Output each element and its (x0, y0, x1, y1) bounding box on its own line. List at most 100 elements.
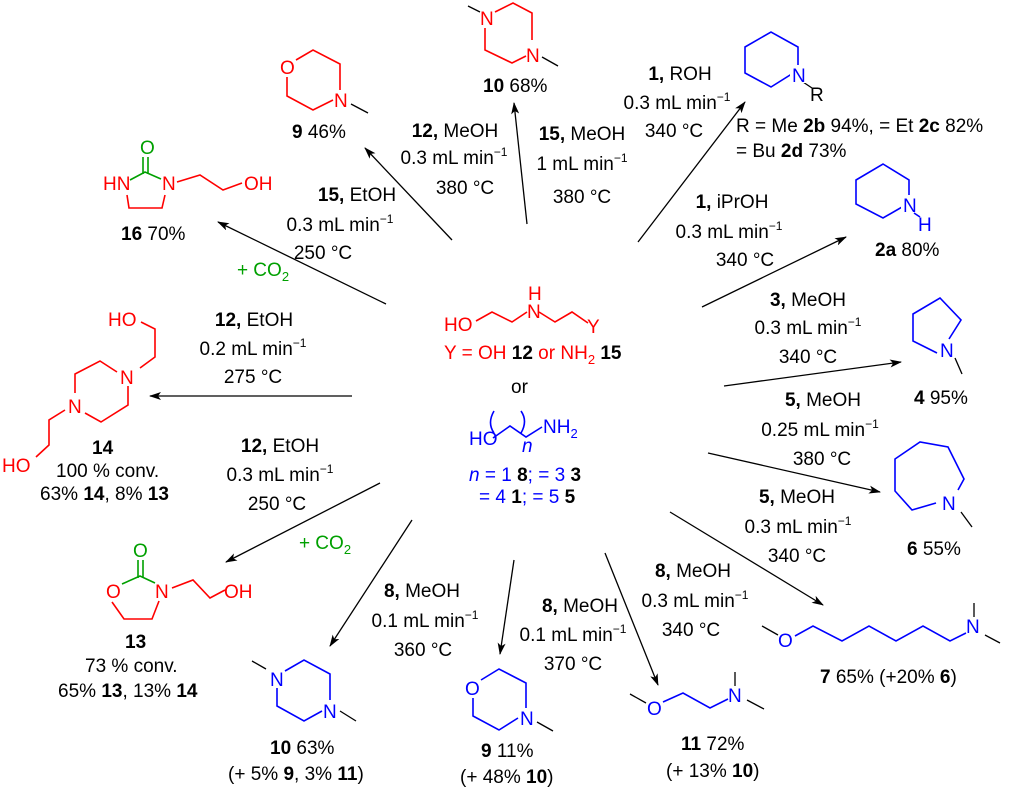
atom-o: O (280, 58, 295, 79)
bracket-right (520, 410, 526, 434)
conditions-to-4: 3, MeOH 0.3 mL min−1 340 °C (755, 290, 862, 368)
svg-text:5, MeOH: 5, MeOH (759, 487, 835, 508)
atom-n: N (162, 174, 176, 195)
product-9-bottom: O N 9 11% (+ 48% 10) (460, 668, 554, 788)
product-2a: N H 2a 80% (855, 163, 940, 261)
svg-text:0.3 mL min−1: 0.3 mL min−1 (745, 514, 852, 538)
atom-oh: OH (224, 582, 253, 603)
atom-ho: HO (444, 315, 473, 336)
atom-n: N (527, 302, 541, 323)
atom-o: O (778, 631, 793, 652)
chain (662, 692, 729, 709)
svg-text:0.3 mL min−1: 0.3 mL min−1 (227, 462, 334, 486)
product-13: O O N OH 13 73 % conv. 65% 13, 13% 14 (58, 541, 253, 702)
product-label: 2a 80% (875, 240, 940, 261)
product-number: 14 (92, 438, 114, 459)
svg-text:8, MeOH: 8, MeOH (655, 561, 731, 582)
product-label-line2: = Bu 2d 73% (736, 141, 847, 162)
bond (111, 600, 160, 620)
arrow-to-16 (217, 221, 387, 305)
bond (74, 360, 118, 393)
svg-text:340 °C: 340 °C (662, 620, 720, 641)
product-11: O N 11 72% (+ 13% 10) (629, 672, 765, 782)
svg-text:0.2 mL min−1: 0.2 mL min−1 (200, 336, 307, 360)
chain (794, 625, 967, 642)
ring (912, 296, 963, 354)
n-values-line2: = 4 1; = 5 5 (479, 487, 576, 508)
product-2bcd: N R R = Me 2b 94%, = Et 2c 82% = Bu 2d 7… (736, 31, 983, 162)
product-label: 10 63% (270, 738, 335, 759)
svg-text:380 °C: 380 °C (553, 187, 611, 208)
atom-ho: HO (469, 429, 498, 450)
n-values-line1: n = 1 8; = 3 3 (469, 465, 581, 486)
atom-n: N (942, 494, 956, 515)
atom-nh2: NH2 (543, 417, 578, 441)
bond (536, 721, 554, 732)
bond (494, 2, 533, 40)
atom-h: H (918, 215, 932, 236)
arrow-to-9-top (364, 147, 453, 241)
atom-mask (790, 65, 806, 83)
product-4: N 4 95% (912, 296, 968, 409)
conditions-to-10-top: 15, MeOH 1 mL min−1 380 °C (536, 124, 627, 208)
product-label: 4 95% (914, 388, 968, 409)
bond (126, 194, 166, 209)
svg-text:15, MeOH: 15, MeOH (539, 124, 626, 145)
or-label: or (511, 377, 529, 398)
bond (286, 77, 334, 111)
ring (894, 441, 965, 511)
bracket-left (489, 410, 495, 434)
product-label: 11 72% (681, 734, 745, 755)
atom-n: N (940, 341, 954, 362)
bond (913, 212, 921, 218)
svg-text:0.1 mL min−1: 0.1 mL min−1 (372, 608, 479, 632)
arrow-to-10-bottom (329, 519, 413, 647)
product-label-line2: (+ 48% 10) (460, 767, 553, 788)
bond (538, 311, 589, 324)
arrow-to-7 (669, 511, 824, 606)
atom-mask (901, 195, 917, 213)
bond (84, 386, 129, 423)
product-label: 7 65% (+20% 6) (820, 667, 957, 688)
svg-text:15, EtOH: 15, EtOH (318, 185, 396, 206)
bond (484, 28, 527, 64)
product-label: 6 55% (907, 539, 961, 560)
atom-o: O (647, 699, 662, 720)
atom-n: N (480, 9, 494, 30)
atom-n: N (155, 582, 169, 603)
atom-n: N (323, 702, 337, 723)
atom-n: N (966, 617, 980, 638)
product-16: O HN N OH 16 70% (103, 138, 273, 245)
substrate-12-15: HO N H Y Y = OH 12 or NH2 15 (444, 284, 622, 367)
svg-text:0.25 mL min−1: 0.25 mL min−1 (761, 417, 879, 441)
atom-n: N (270, 670, 284, 691)
yield-label: 63% 14, 8% 13 (40, 484, 169, 505)
svg-text:250 °C: 250 °C (248, 494, 306, 515)
atom-o: O (106, 582, 121, 603)
svg-text:8, MeOH: 8, MeOH (542, 596, 618, 617)
co2-label: + CO2 (299, 533, 351, 557)
atom-h: H (528, 284, 542, 305)
bond (761, 625, 779, 636)
svg-text:380 °C: 380 °C (436, 178, 494, 199)
atom-n: N (792, 66, 806, 87)
atom-n: N (526, 46, 540, 67)
svg-text:1, ROH: 1, ROH (648, 64, 711, 85)
conditions-to-10-bottom: 8, MeOH 0.1 mL min−1 360 °C (372, 581, 479, 661)
atom-o-carbonyl: O (140, 138, 155, 159)
atom-ho: HO (2, 456, 31, 477)
svg-text:340 °C: 340 °C (779, 347, 837, 368)
bond (171, 579, 226, 599)
svg-text:360 °C: 360 °C (394, 640, 452, 661)
svg-text:1 mL min−1: 1 mL min−1 (536, 151, 627, 175)
svg-text:1, iPrOH: 1, iPrOH (696, 192, 769, 213)
product-10-top: N N 10 68% (467, 2, 559, 97)
svg-text:8, MeOH: 8, MeOH (384, 581, 460, 602)
svg-text:380 °C: 380 °C (793, 449, 851, 470)
atom-n: N (120, 368, 134, 389)
conditions-to-2a: 1, iPrOH 0.3 mL min−1 340 °C (676, 192, 783, 271)
bond (176, 174, 243, 191)
bond (984, 634, 1001, 644)
atom-o: O (465, 679, 480, 700)
conditions-to-9-top: 12, MeOH 0.3 mL min−1 380 °C (401, 121, 508, 199)
